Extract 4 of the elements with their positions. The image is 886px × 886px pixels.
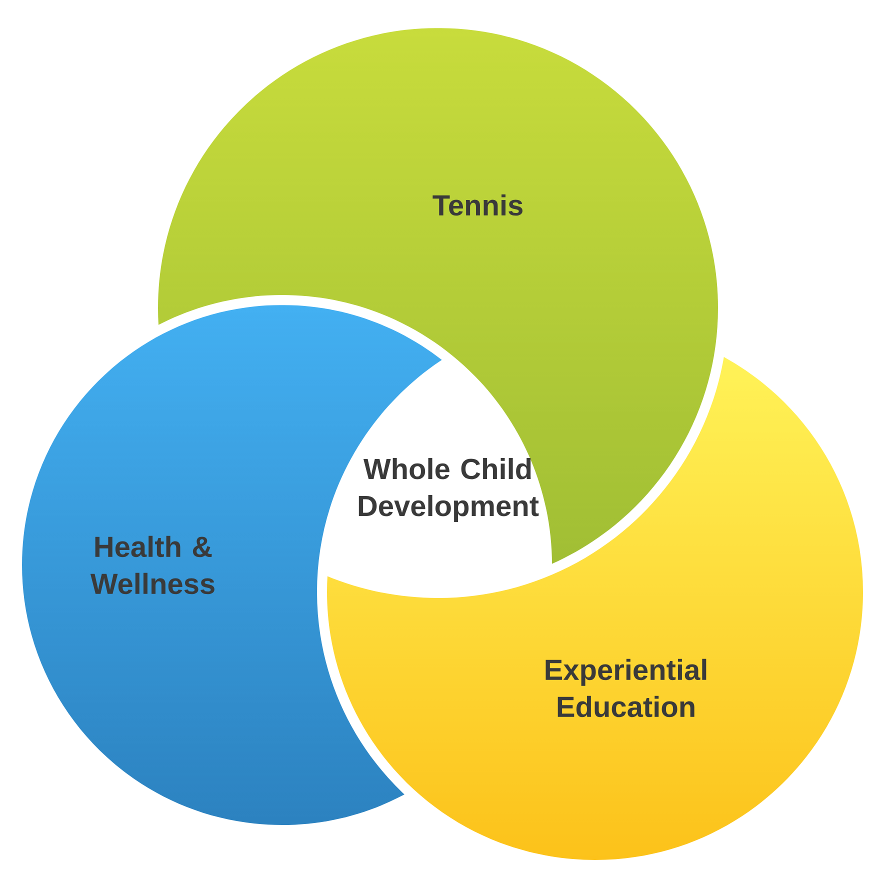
center-label: Whole Child Development	[358, 458, 539, 522]
health-crescent: Health & Wellness	[90, 536, 214, 594]
tennis-crescent: Tennis	[432, 194, 522, 216]
education-crescent: Experiential Education	[546, 658, 706, 718]
